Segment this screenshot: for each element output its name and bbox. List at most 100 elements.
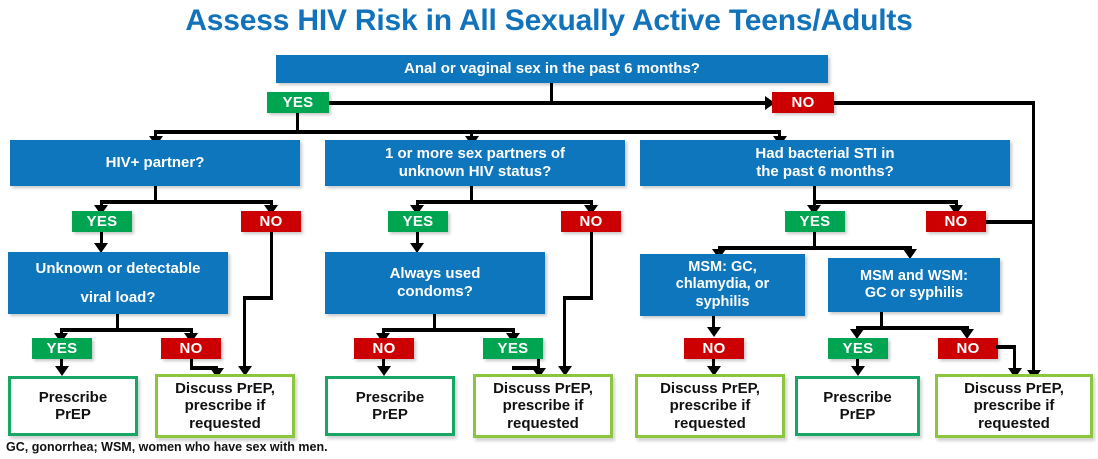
connector-b1-no-leg [270,200,273,208]
outcome-discuss-prep-7[interactable]: Discuss PrEP, prescribe if requested [935,374,1093,438]
answer-b3-no[interactable]: NO [926,211,986,232]
answer-viral-load-yes[interactable]: YES [32,338,92,359]
outcome-prescribe-prep-6[interactable]: Prescribe PrEP [795,376,920,436]
connector-b2-yes-leg [416,200,419,208]
connector-b1sub-split [60,328,193,332]
connector-root-stem [550,83,553,102]
connector-b2-no-jog [563,296,593,300]
connector-b3-stem [813,186,816,202]
answer-b3-yes[interactable]: YES [785,211,845,232]
arrowhead-b2-subq [410,243,424,253]
connector-condomsno-to-outcome3 [382,359,385,371]
answer-msm1-no[interactable]: NO [684,338,744,359]
condoms-line2: condoms? [397,283,473,300]
arrowhead-b2-no-outcome4 [558,366,572,376]
connector-viralno-down [190,359,193,369]
question-always-used-condoms[interactable]: Always used condoms? [325,252,545,314]
outcome-prescribe-prep-3[interactable]: Prescribe PrEP [325,376,455,436]
connector-viralyes-to-outcome1 [60,359,63,371]
viral-load-line2: viral load? [80,288,156,306]
arrowhead-outcome1 [55,366,69,376]
connector-b1sub-yes-leg [60,328,63,336]
connector-b3-drop [778,130,781,139]
outcome1-line2: PrEP [55,406,91,423]
outcome3-line2: PrEP [372,406,408,423]
answer-b1-yes[interactable]: YES [72,211,132,232]
connector-root-spine [312,101,774,105]
arrowhead-condomsyes-outcome4 [532,368,546,378]
question-msm-and-wsm-gc-or-syphilis[interactable]: MSM and WSM: GC or syphilis [828,258,1000,312]
outcome-discuss-prep-5[interactable]: Discuss PrEP, prescribe if requested [635,374,785,438]
connector-b2-stem [470,186,473,202]
outcome2-line1: Discuss PrEP, [175,379,275,397]
outcome6-line2: PrEP [839,406,876,423]
answer-condoms-no[interactable]: NO [354,338,414,359]
question-unknown-or-detectable-viral-load[interactable]: Unknown or detectable viral load? [8,252,228,314]
b2-line1: 1 or more sex partners of [384,145,566,163]
page-title: Assess HIV Risk in All Sexually Active T… [185,4,913,37]
answer-b1-no[interactable]: NO [241,211,301,232]
connector-yes-drop [296,113,299,132]
outcome-discuss-prep-2[interactable]: Discuss PrEP, prescribe if requested [155,374,295,438]
msm1-line1: MSM: GC, [688,259,757,276]
arrowhead-b2-no [584,205,598,215]
outcome-prescribe-prep-1[interactable]: Prescribe PrEP [8,376,138,436]
outcome4-line2: prescribe if [502,397,584,415]
condoms-line1: Always used [389,265,481,283]
arrowhead-outcome3 [377,366,391,376]
question-hiv-positive-partner[interactable]: HIV+ partner? [10,140,300,186]
answer-b2-no[interactable]: NO [561,211,621,232]
answer-viral-load-no[interactable]: NO [161,338,221,359]
connector-b2-split [416,200,593,204]
connector-b1-yes-leg [100,200,103,208]
connector-msm2yes-outcome6 [856,359,859,371]
connector-b2sub-split [382,328,515,332]
question-unknown-hiv-status-partners[interactable]: 1 or more sex partners of unknown HIV st… [325,140,625,186]
answer-root-yes[interactable]: YES [267,92,329,113]
arrowhead-msm2-yes [850,329,864,339]
b3-line1: Had bacterial STI in [755,145,895,163]
outcome-discuss-prep-4[interactable]: Discuss PrEP, prescribe if requested [473,374,613,438]
question-anal-or-vaginal-sex[interactable]: Anal or vaginal sex in the past 6 months… [276,55,828,83]
connector-b2sub-yes-leg [512,328,515,336]
connector-b2-drop [470,130,473,139]
answer-msm2-yes[interactable]: YES [828,338,888,359]
outcome1-line1: Prescribe [38,388,108,406]
question-msm-gc-chlamydia-syphilis[interactable]: MSM: GC, chlamydia, or syphilis [640,254,805,316]
viral-load-line1: Unknown or detectable [35,259,201,277]
answer-condoms-yes[interactable]: YES [483,338,543,359]
connector-b1-yes-drop [100,232,103,246]
arrowhead-msm2no-outcome7 [1008,368,1022,378]
arrowhead-b1-yes [94,205,108,215]
connector-msm2-stem [880,312,883,328]
answer-msm2-no[interactable]: NO [938,338,998,359]
connector-b1sub-stem [116,314,119,330]
msm1-line3: syphilis [695,293,750,310]
connector-b1-stem [154,186,157,202]
answer-b2-yes[interactable]: YES [388,211,448,232]
outcome3-line1: Prescribe [355,388,425,406]
footnote-abbreviations: GC, gonorrhea; WSM, women who have sex w… [6,440,328,454]
connector-b3-no-leg [955,200,958,208]
connector-condomsyes-down [537,359,540,369]
connector-msm1-no-outcome5 [712,359,715,371]
arrowhead-outcome6 [851,366,865,376]
connector-b1sub-no-leg [190,328,193,336]
outcome5-line1: Discuss PrEP, [660,379,760,397]
answer-root-no[interactable]: NO [772,92,834,113]
outcome4-line1: Discuss PrEP, [493,379,593,397]
arrowhead-b3-yes [807,205,821,215]
connector-msm2-split [856,326,969,330]
msm2-line1: MSM and WSM: [860,267,968,284]
connector-b3-no-to-right-rail [986,220,1035,224]
arrowhead-root-no [765,96,775,110]
outcome7-line3: requested [978,414,1050,432]
connector-b1-no-down2 [243,296,246,372]
connector-b3-split [813,200,958,204]
connector-msm1-stem [712,316,715,330]
question-bacterial-sti[interactable]: Had bacterial STI in the past 6 months? [640,140,1010,186]
connector-b2sub-stem [433,314,436,330]
arrowhead-msm1-no [707,327,721,337]
outcome5-line2: prescribe if [669,397,751,415]
arrowhead-b1-subq [94,243,108,253]
